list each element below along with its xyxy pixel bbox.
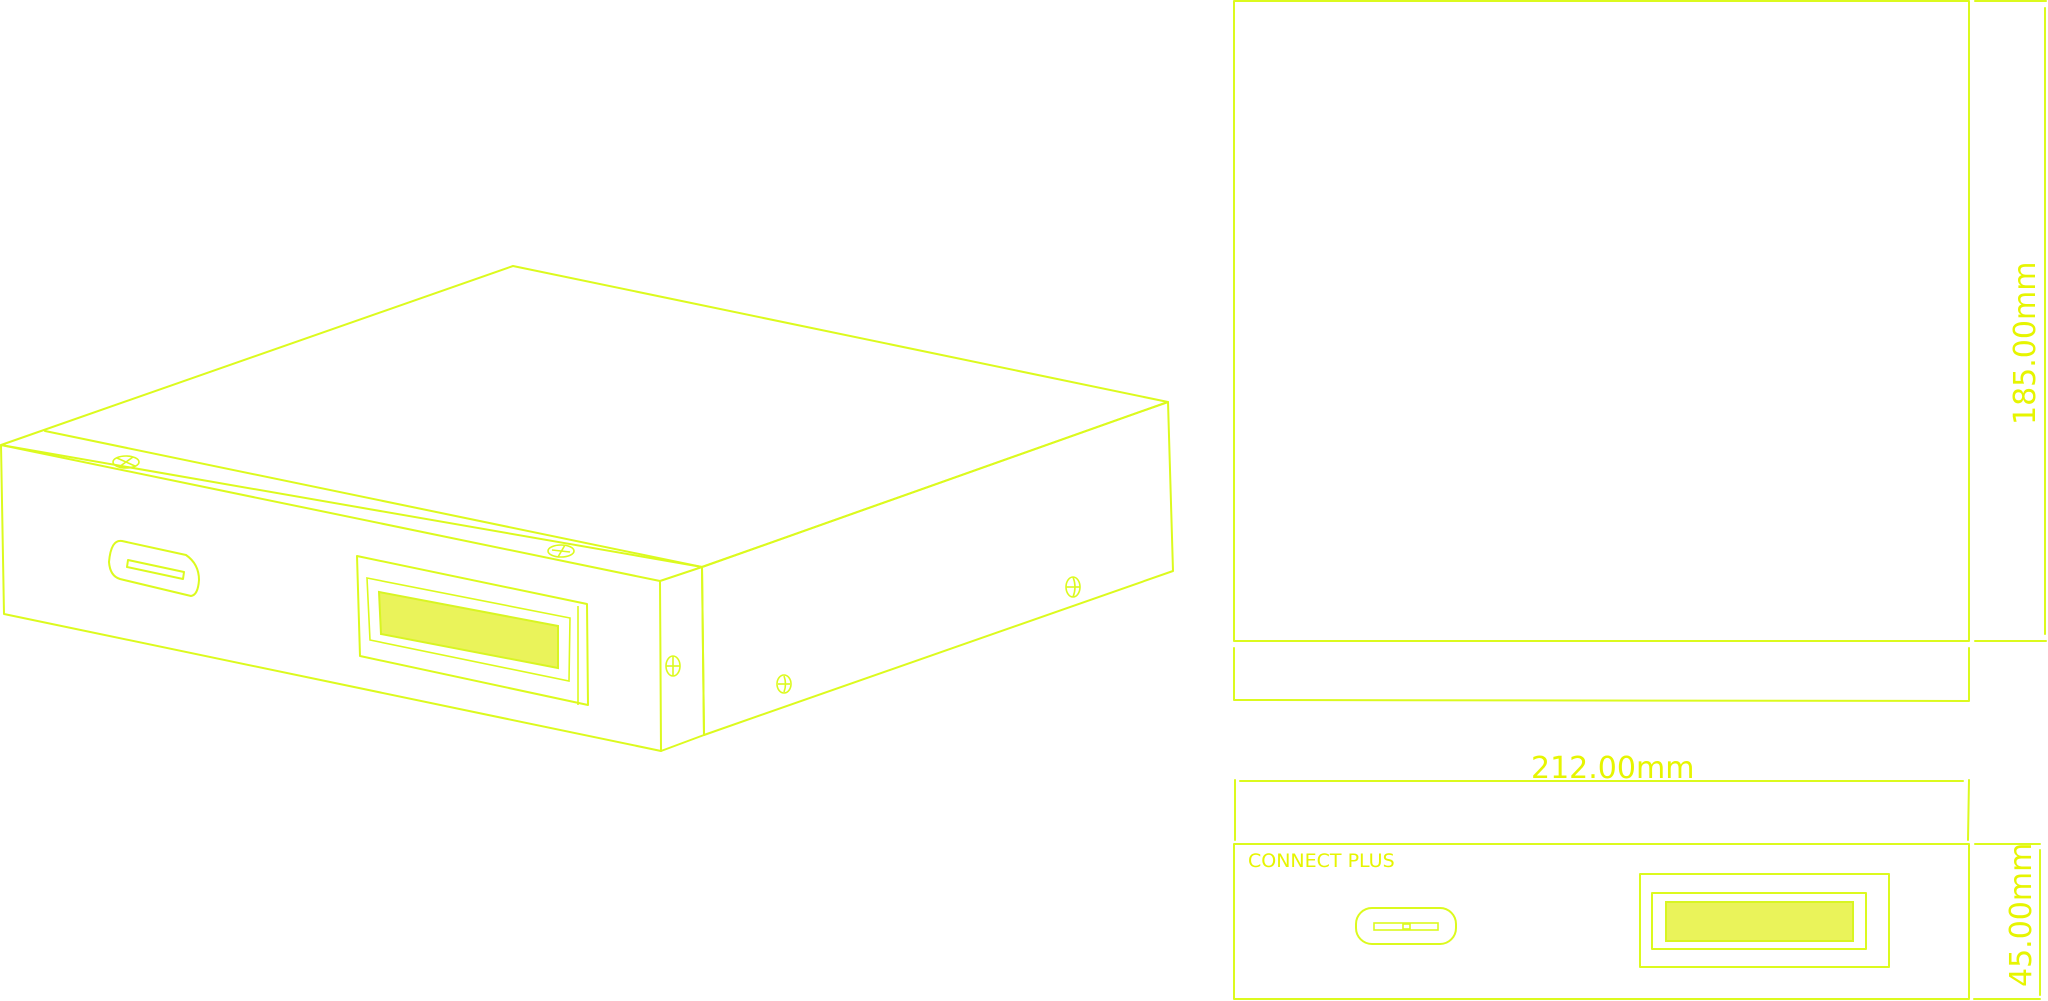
width-dimension: 212.00mm xyxy=(1234,751,1970,841)
front-view: CONNECT PLUS 45.00mm xyxy=(1233,843,2041,1000)
iso-front-bevel xyxy=(659,566,705,752)
display-panel xyxy=(356,555,589,706)
width-dimension-label: 212.00mm xyxy=(1531,751,1694,786)
usb-port-icon xyxy=(1355,907,1457,945)
top-view-front-edge xyxy=(1233,647,1970,702)
display-panel xyxy=(1639,873,1890,968)
screw-icon xyxy=(112,455,140,469)
display-screen xyxy=(1665,901,1854,942)
display-screen xyxy=(377,590,559,670)
usb-port-icon xyxy=(108,539,200,597)
iso-top-face xyxy=(0,265,1169,568)
screw-icon xyxy=(776,674,792,694)
top-view-outline xyxy=(1233,0,1970,642)
screw-icon xyxy=(547,544,575,558)
iso-top-lip xyxy=(44,430,703,568)
product-name-label: CONNECT PLUS xyxy=(1248,850,1395,872)
screw-icon xyxy=(1065,576,1081,598)
isometric-view xyxy=(0,265,1174,752)
iso-side-face xyxy=(701,401,1174,736)
depth-dimension-label: 185.00mm xyxy=(2008,262,2043,425)
height-dimension-label: 45.00mm xyxy=(2004,843,2039,987)
screw-icon xyxy=(665,655,681,677)
top-view: 185.00mm xyxy=(1233,0,2047,702)
front-view-outline xyxy=(1233,843,1970,1000)
